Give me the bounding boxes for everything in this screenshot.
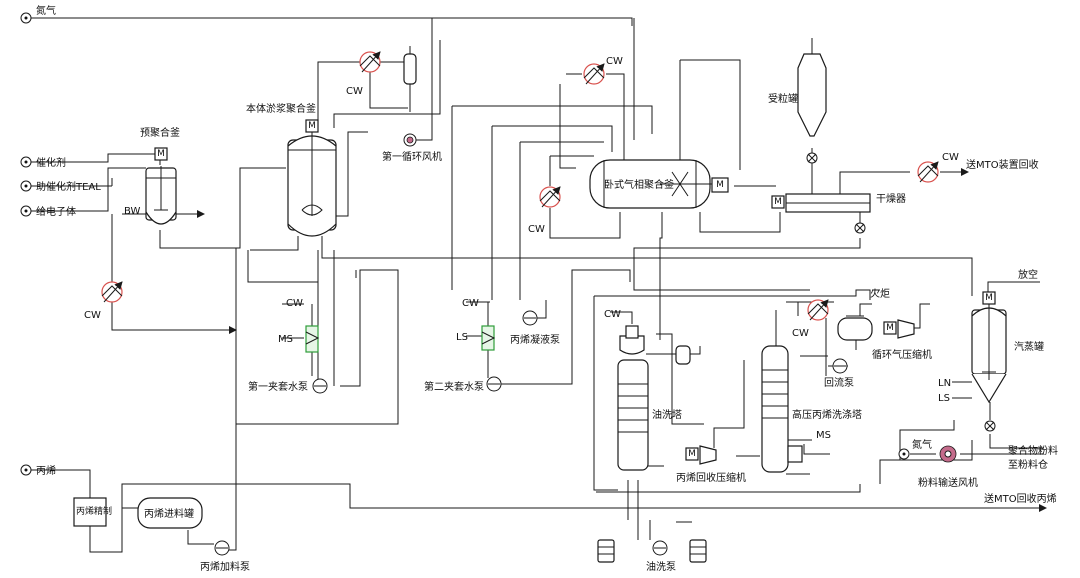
jacket-pump-1 <box>312 378 328 394</box>
label-propylene: 丙烯 <box>36 464 56 477</box>
steam-heaters <box>305 325 496 353</box>
label-cocatalyst: 助催化剂TEAL <box>36 180 101 193</box>
prepoly-reactor: M <box>145 147 177 225</box>
label-cw-heater1: CW <box>286 298 303 309</box>
svg-text:M: M <box>688 449 696 459</box>
label-dryer: 干燥器 <box>876 193 906 205</box>
label-catalyst: 催化剂 <box>36 156 66 169</box>
label-ls-steamer: LS <box>938 393 950 404</box>
label-to-silo-2: 至粉料仓 <box>1008 458 1048 471</box>
label-steamer: 汽蒸罐 <box>1014 340 1044 353</box>
label-propylene-feed-tank: 丙烯进料罐 <box>144 507 194 520</box>
bulk-reactor: M <box>287 119 337 237</box>
hp-wash-tower <box>761 345 803 473</box>
rotating-equipment: M M <box>214 133 957 556</box>
label-flare: 火炬 <box>870 287 890 300</box>
steamer: M <box>971 291 1007 432</box>
recycle-compressor: M <box>883 319 915 339</box>
steam-heater-2 <box>481 325 496 351</box>
label-cw-heater2: CW <box>462 298 479 309</box>
oil-pump <box>652 540 668 556</box>
label-nitrogen-top: 氮气 <box>36 4 56 17</box>
steam-heater-1 <box>305 325 320 353</box>
prop-recovery-compressor: M <box>685 445 717 465</box>
hx-bulk-overhead <box>359 51 381 73</box>
label-cw-gas-top: CW <box>606 56 623 67</box>
propylene-feed-tank <box>137 497 203 529</box>
label-circ-fan: 第一循环风机 <box>382 150 442 163</box>
label-propylene-refine: 丙烯精制 <box>76 505 112 517</box>
piping <box>26 17 1047 553</box>
powder-fan <box>939 445 957 463</box>
jacket-pump-2 <box>486 376 502 392</box>
hx-gas-overhead <box>583 63 605 85</box>
label-ms-1: MS <box>278 334 293 345</box>
label-bw: BW <box>124 206 141 217</box>
oil-wash-tower <box>617 325 649 471</box>
label-to-mto-2: 送MTO回收丙烯 <box>984 492 1057 505</box>
label-donor: 给电子体 <box>36 205 76 218</box>
svg-text:M: M <box>886 323 894 333</box>
label-cw-hp: CW <box>792 328 809 339</box>
label-ms-2: MS <box>816 430 831 441</box>
overhead-separator <box>403 46 417 85</box>
label-vent: 放空 <box>1018 268 1038 281</box>
heat-exchangers <box>101 51 939 321</box>
svg-text:M: M <box>308 121 316 131</box>
label-recycle-compressor: 循环气压缩机 <box>872 348 932 361</box>
label-horiz-gas: 卧式气相聚合釜 <box>604 178 674 191</box>
label-oil-wash: 油洗塔 <box>652 408 682 421</box>
label-cw-bulk: CW <box>346 86 363 97</box>
text-labels: 氮气 催化剂 助催化剂TEAL 给电子体 丙烯 丙烯精制 丙烯进料罐 丙烯加料泵… <box>36 4 1058 573</box>
svg-text:M: M <box>985 293 993 303</box>
hx-hp-tower <box>807 299 829 321</box>
hx-left <box>101 281 123 303</box>
label-receiver: 受粒罐 <box>768 92 798 105</box>
svg-text:M: M <box>716 180 724 190</box>
hx-mto <box>917 161 939 183</box>
label-cw-mto: CW <box>942 152 959 163</box>
label-propylene-feed-pump: 丙烯加料泵 <box>200 560 250 573</box>
propylene-refine-box <box>73 497 107 527</box>
circ-fan-1 <box>403 133 417 147</box>
label-bulk-loop: 本体淤浆聚合釜 <box>246 102 316 115</box>
equipment: M M M <box>73 46 1007 563</box>
oil-reflux-drum <box>675 345 691 365</box>
label-reflux-pump: 回流泵 <box>824 376 854 389</box>
hx-gas-side <box>539 186 561 208</box>
label-oil-pump: 油洗泵 <box>646 560 676 573</box>
label-to-silo-1: 聚合物粉料 <box>1008 444 1058 457</box>
label-hp-tower: 高压丙烯洗涤塔 <box>792 408 862 421</box>
label-cw-gas-side: CW <box>528 224 545 235</box>
drums <box>597 539 707 563</box>
label-jacket-pump-1: 第一夹套水泵 <box>248 380 308 393</box>
label-condensate-pump: 丙烯凝液泵 <box>510 333 560 346</box>
recycle-separator <box>837 317 873 341</box>
feed-pump <box>214 540 230 556</box>
label-cw-left: CW <box>84 310 101 321</box>
label-prop-recovery-comp: 丙烯回收压缩机 <box>676 471 746 484</box>
svg-text:M: M <box>157 149 165 159</box>
dryer: M <box>771 193 871 234</box>
label-ln: LN <box>938 378 951 389</box>
label-jacket-pump-2: 第二夹套水泵 <box>424 380 484 393</box>
label-ls: LS <box>456 332 468 343</box>
condensate-pump <box>522 310 538 326</box>
label-to-mto-1: 送MTO装置回收 <box>966 158 1039 171</box>
reflux-pump <box>832 358 848 374</box>
label-prepoly: 预聚合釜 <box>140 126 180 139</box>
horizontal-gas-reactor: M <box>589 159 729 209</box>
label-powder-fan: 粉料输送风机 <box>918 476 978 489</box>
label-nitrogen-bottom: 氮气 <box>912 438 932 451</box>
label-cw-oil: CW <box>604 309 621 320</box>
powder-receiver <box>797 53 827 164</box>
svg-text:M: M <box>774 197 782 207</box>
source-symbols <box>20 12 910 476</box>
